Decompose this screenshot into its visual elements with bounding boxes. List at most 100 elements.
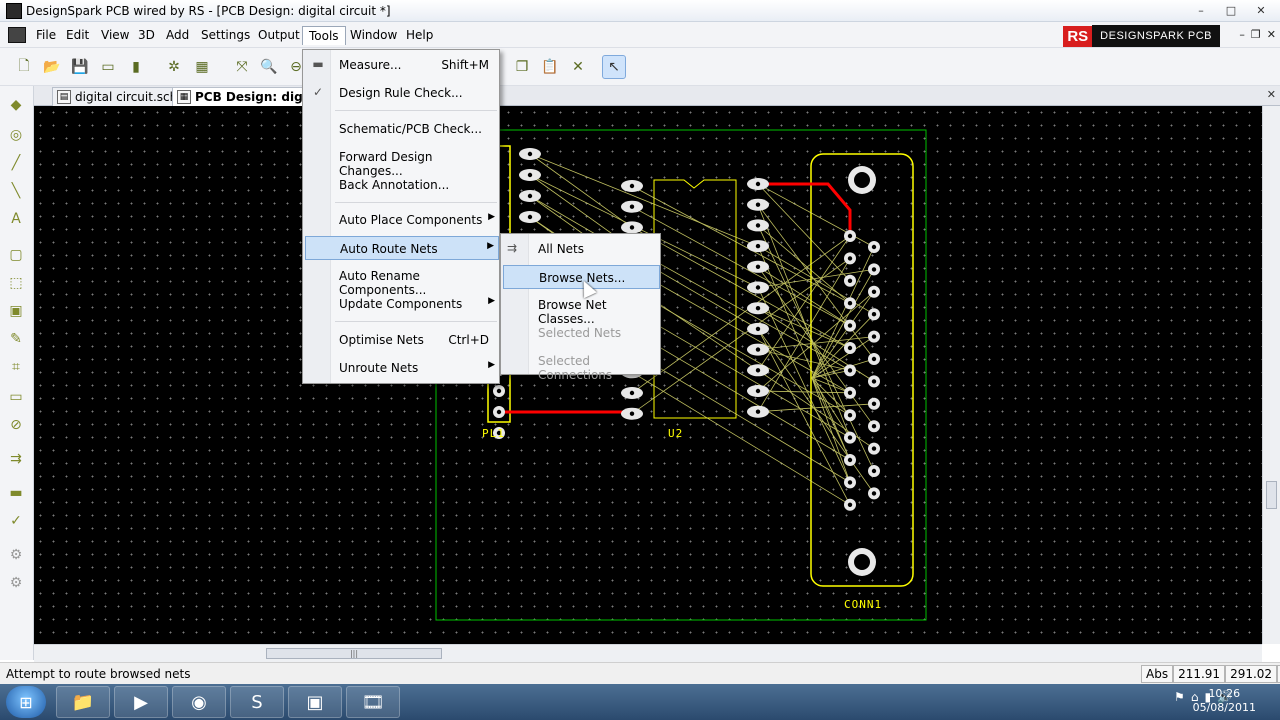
menu-add[interactable]: Add xyxy=(166,28,190,42)
edit-tool-icon[interactable]: ✎ xyxy=(10,331,22,347)
shape-tool-icon[interactable]: ▢ xyxy=(9,247,23,263)
text-tool-icon[interactable]: A xyxy=(11,211,21,227)
paste-icon[interactable]: 📋 xyxy=(541,59,559,75)
menu-settings[interactable]: Settings xyxy=(201,28,251,42)
horizontal-scroll-thumb[interactable]: ||| xyxy=(266,648,442,659)
maximize-button[interactable]: □ xyxy=(1225,4,1237,17)
connection-tool-icon[interactable]: ╲ xyxy=(11,183,21,199)
menu-item-design-rule-check[interactable]: ✓ Design Rule Check... xyxy=(305,81,499,105)
tray-volume-icon[interactable]: 🔊 xyxy=(1217,690,1232,704)
drc-icon: ✓ xyxy=(312,85,324,99)
component-tool-icon[interactable]: ▣ xyxy=(9,303,23,319)
settings-gear-icon[interactable]: ✲ xyxy=(168,59,180,75)
tab-pcb-design[interactable]: ▦ PCB Design: digital xyxy=(172,87,332,106)
vertical-scrollbar[interactable] xyxy=(1262,106,1280,644)
delete-icon[interactable]: ✕ xyxy=(572,59,584,75)
left-tool-palette: ◆ ◎ ╱ ╲ A ▢ ⬚ ▣ ✎ ⌗ ▭ ⊘ ⇉ ▬ ✓ ⚙ ⚙ xyxy=(0,86,34,660)
tray-signal-icon[interactable]: ▮ xyxy=(1204,690,1212,704)
explorer-taskbar-icon[interactable]: 📁 xyxy=(56,686,110,718)
zoom-fit-icon[interactable]: ⤧ xyxy=(236,59,248,75)
chrome-taskbar-icon[interactable]: ◉ xyxy=(172,686,226,718)
tray-flag-icon[interactable]: ⚑ xyxy=(1174,690,1185,704)
menu-item-forward-design-changes[interactable]: Forward Design Changes... xyxy=(339,150,433,178)
menu-edit[interactable]: Edit xyxy=(66,28,90,42)
submenu-item-browse-nets[interactable]: Browse Nets... xyxy=(503,265,660,289)
circle-tool-icon[interactable]: ⊘ xyxy=(10,417,22,433)
track-tool-icon[interactable]: ╱ xyxy=(11,155,21,171)
menu-tools[interactable]: Tools xyxy=(302,26,346,45)
video-taskbar-icon[interactable]: 🎞 xyxy=(346,686,400,718)
doc-restore-button[interactable]: ❐ xyxy=(1250,28,1261,41)
track-1 xyxy=(758,182,852,236)
menu-item-unroute-nets[interactable]: Unroute Nets ▶ xyxy=(339,360,495,375)
system-tray: ⚑ ⌂ ▮ 🔊 xyxy=(1174,690,1232,704)
rectangle-tool-icon[interactable]: ⬚ xyxy=(9,275,23,291)
coordinate-readout: Abs 211.91 291.02 mm xyxy=(1141,665,1280,683)
drill-tool-icon[interactable]: ⌗ xyxy=(12,359,20,375)
zoom-in-icon[interactable]: 🔍 xyxy=(260,59,278,75)
menu-item-auto-place-components[interactable]: Auto Place Components ▶ xyxy=(339,212,495,227)
coord-x: 211.91 xyxy=(1173,665,1226,683)
submenu-arrow-icon: ▶ xyxy=(488,360,495,370)
measure-tool-icon[interactable]: ▬ xyxy=(9,485,23,501)
close-button[interactable]: ✕ xyxy=(1256,4,1266,17)
document-tabs: ▤ digital circuit.sch ▦ PCB Design: digi… xyxy=(34,86,1280,106)
new-file-icon[interactable]: 🗋 xyxy=(18,58,30,74)
via-tool-icon[interactable]: ◎ xyxy=(9,127,23,143)
horizontal-scrollbar[interactable]: ||| xyxy=(34,644,1262,662)
tab-close-icon[interactable]: ✕ xyxy=(1266,88,1276,101)
menu-view[interactable]: View xyxy=(101,28,130,42)
open-folder-icon[interactable]: 📂 xyxy=(43,59,61,75)
disabled-tool-icon-2: ⚙ xyxy=(9,575,23,591)
menu-window[interactable]: Window xyxy=(350,28,398,42)
save-all-icon[interactable]: ▭ xyxy=(101,59,115,75)
grid-icon[interactable]: ▦ xyxy=(195,59,209,75)
tab-schematic[interactable]: ▤ digital circuit.sch xyxy=(52,87,185,106)
menu-item-update-components[interactable]: Update Components ▶ xyxy=(339,296,495,311)
menu-item-optimise-nets[interactable]: Optimise Nets Ctrl+D xyxy=(339,333,489,347)
menu-item-schematic-pcb-check[interactable]: Schematic/PCB Check... xyxy=(339,122,482,136)
doc-close-button[interactable]: ✕ xyxy=(1266,28,1276,41)
menu-item-measure[interactable]: ▬ Measure... Shift+M xyxy=(305,53,499,77)
menu-file[interactable]: File xyxy=(36,28,57,42)
designspark-taskbar-icon[interactable]: ▣ xyxy=(288,686,342,718)
designspark-logo: RS DESIGNSPARK PCB xyxy=(1063,24,1220,48)
route-icon: ⇉ xyxy=(507,241,518,255)
board-tool-icon[interactable]: ▭ xyxy=(9,389,23,405)
library-icon[interactable]: ▮ xyxy=(132,59,140,75)
app-menu-icon[interactable] xyxy=(8,27,26,43)
menu-output[interactable]: Output xyxy=(258,28,300,42)
menu-item-auto-route-nets[interactable]: Auto Route Nets ▶ xyxy=(305,236,499,260)
route-tool-icon[interactable]: ⇉ xyxy=(10,451,22,467)
menu-help[interactable]: Help xyxy=(406,28,434,42)
taskbar-clock[interactable]: 10:26 05/08/2011 xyxy=(1193,687,1256,715)
menu-item-auto-rename-components[interactable]: Auto Rename Components... xyxy=(339,269,427,297)
check-tool-icon[interactable]: ✓ xyxy=(10,513,22,529)
vertical-scroll-thumb[interactable] xyxy=(1266,481,1277,509)
skype-taskbar-icon[interactable]: S xyxy=(230,686,284,718)
copy-icon[interactable]: ❐ xyxy=(515,59,529,75)
schematic-file-icon: ▤ xyxy=(57,90,71,104)
clock-date: 05/08/2011 xyxy=(1192,701,1256,714)
submenu-item-all-nets[interactable]: ⇉ All Nets xyxy=(507,241,585,256)
doc-minimize-button[interactable]: – xyxy=(1239,28,1245,41)
submenu-item-selected-connections: Selected Connections xyxy=(538,354,613,382)
windows-taskbar: ⊞ 📁 ▶ ◉ S ▣ 🎞 ⚑ ⌂ ▮ 🔊 10:26 05/08/2011 xyxy=(0,684,1280,720)
tray-network-icon[interactable]: ⌂ xyxy=(1190,690,1199,704)
label-conn1: CONN1 xyxy=(844,598,882,611)
menu-item-back-annotation[interactable]: Back Annotation... xyxy=(339,178,450,192)
window-controls: – □ ✕ xyxy=(1188,3,1274,19)
select-pointer-icon[interactable]: ↖ xyxy=(602,55,626,79)
designspark-logo-text: DESIGNSPARK PCB xyxy=(1092,25,1220,47)
save-icon[interactable]: 💾 xyxy=(71,59,89,75)
minimize-button[interactable]: – xyxy=(1198,4,1204,17)
tab-pcb-label: PCB Design: digital xyxy=(195,90,325,104)
zoom-out-icon[interactable]: ⊖ xyxy=(290,59,302,75)
pin-tool-icon[interactable]: ◆ xyxy=(10,97,22,113)
menu-3d[interactable]: 3D xyxy=(138,28,155,42)
start-button[interactable]: ⊞ xyxy=(6,686,46,718)
pcb-canvas[interactable]: PL1 U2 CONN1 xyxy=(34,106,1262,644)
media-player-taskbar-icon[interactable]: ▶ xyxy=(114,686,168,718)
submenu-item-browse-net-classes[interactable]: Browse Net Classes... xyxy=(538,298,607,326)
document-window-controls: – ❐ ✕ xyxy=(1239,28,1276,41)
